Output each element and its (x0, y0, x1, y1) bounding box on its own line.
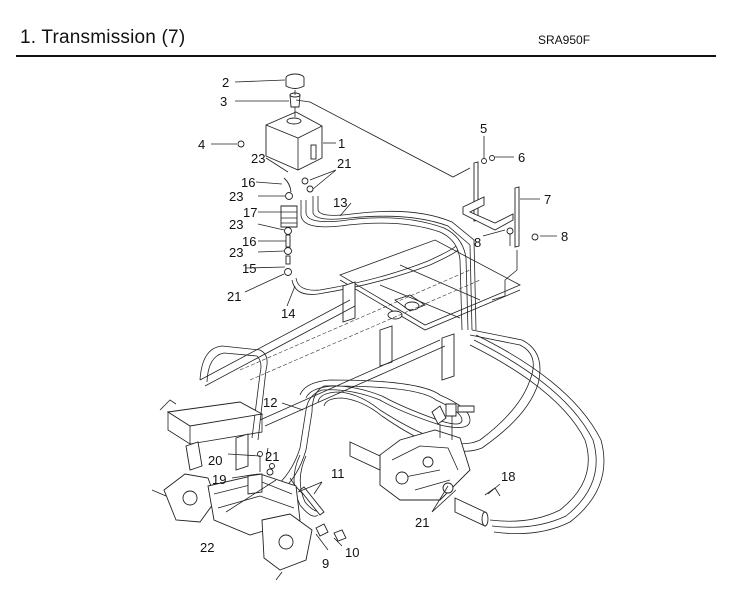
callout-8-a: 8 (474, 235, 481, 250)
header-divider (16, 55, 716, 57)
hose-spring (299, 486, 325, 516)
callout-2: 2 (222, 75, 229, 90)
rear-transaxle (349, 403, 501, 527)
fittings-9-10 (315, 523, 347, 542)
callout-19: 19 (212, 472, 226, 487)
oil-tank (265, 111, 323, 171)
callout-5: 5 (480, 121, 487, 136)
filter-column (280, 177, 314, 276)
callout-20: 20 (208, 453, 222, 468)
hoses (291, 196, 477, 331)
callout-13: 13 (333, 195, 347, 210)
callout-3: 3 (220, 94, 227, 109)
callout-7: 7 (544, 192, 551, 207)
tie-line (295, 99, 471, 178)
callout-4: 4 (198, 137, 205, 152)
front-transaxle (151, 451, 313, 581)
callout-9: 9 (322, 556, 329, 571)
callout-10: 10 (345, 545, 359, 560)
callout-14: 14 (281, 306, 295, 321)
callout-17: 17 (243, 205, 257, 220)
strainer (289, 92, 301, 108)
callout-16-a: 16 (241, 175, 255, 190)
callout-1: 1 (338, 136, 345, 151)
callout-16-b: 16 (242, 234, 256, 249)
callout-21-a: 21 (337, 156, 351, 171)
callout-21-d: 21 (415, 515, 429, 530)
tank-cap (285, 73, 305, 89)
page-title: 1. Transmission (7) (20, 27, 186, 48)
callout-23-d: 23 (229, 245, 243, 260)
callout-23-a: 23 (251, 151, 265, 166)
callout-23-b: 23 (229, 189, 243, 204)
callout-21-c: 21 (265, 449, 279, 464)
model-number: SRA950F (538, 33, 591, 47)
callout-11: 11 (331, 466, 345, 481)
callout-23-c: 23 (229, 217, 243, 232)
callout-22: 22 (200, 540, 214, 555)
leader-lines (211, 79, 557, 551)
callout-15: 15 (242, 261, 256, 276)
callout-21-b: 21 (227, 289, 241, 304)
callout-8-b: 8 (561, 229, 568, 244)
callout-12: 12 (263, 395, 277, 410)
callout-6: 6 (518, 150, 525, 165)
callout-18: 18 (501, 469, 515, 484)
frame (199, 239, 521, 427)
front-frame (159, 345, 268, 471)
bracket (462, 155, 539, 301)
